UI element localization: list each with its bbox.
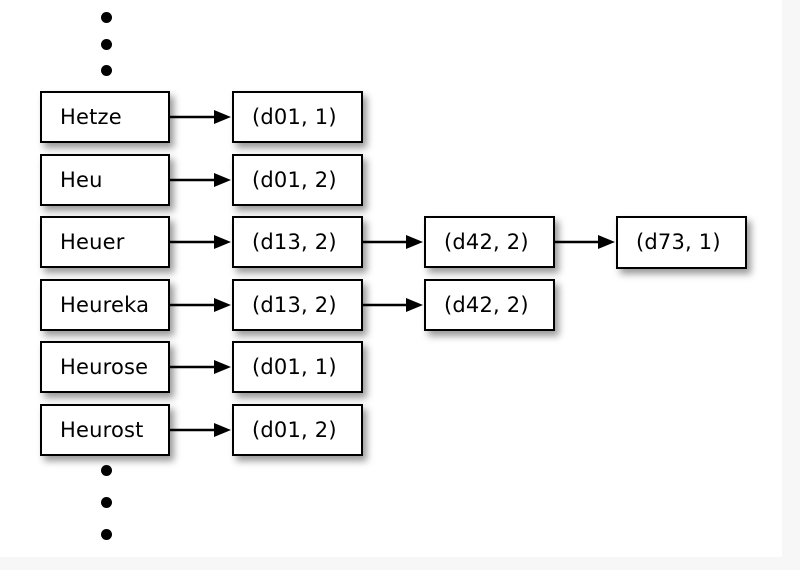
ellipsis-bottom — [97, 465, 115, 540]
arrow-c2r3-to-c3r3 — [362, 232, 425, 252]
term-box-heureka[interactable]: Heureka — [40, 279, 170, 331]
posting-label: (d01, 2) — [252, 167, 337, 192]
term-label: Hetze — [60, 104, 122, 129]
term-box-heuer[interactable]: Heuer — [40, 216, 170, 268]
ellipsis-dot — [100, 497, 112, 508]
posting-box-c2-3[interactable]: (d13, 2) — [232, 216, 363, 268]
posting-label: (d01, 1) — [252, 104, 337, 129]
posting-box-c2-6[interactable]: (d01, 2) — [232, 404, 363, 456]
posting-box-c2-4[interactable]: (d13, 2) — [232, 279, 363, 331]
term-box-heurose[interactable]: Heurose — [40, 341, 170, 393]
posting-box-c3-1[interactable]: (d42, 2) — [424, 216, 555, 268]
posting-box-c2-1[interactable]: (d01, 1) — [232, 91, 363, 143]
term-label: Heuer — [60, 229, 125, 254]
posting-label: (d42, 2) — [444, 229, 529, 254]
arrow-heureka-to-posting — [170, 295, 233, 315]
posting-label: (d42, 2) — [444, 292, 529, 317]
arrow-c2r4-to-c3r4 — [362, 295, 425, 315]
posting-box-c2-5[interactable]: (d01, 1) — [232, 341, 363, 393]
arrow-hetze-to-posting — [170, 107, 233, 127]
ellipsis-top — [97, 12, 115, 76]
posting-label: (d01, 2) — [252, 417, 337, 442]
ellipsis-dot — [100, 465, 112, 476]
arrow-heurost-to-posting — [170, 420, 233, 440]
arrow-heuer-to-posting — [170, 232, 233, 252]
ellipsis-dot — [100, 65, 112, 76]
ellipsis-dot — [100, 38, 112, 50]
term-box-hetze[interactable]: Hetze — [40, 91, 170, 143]
ellipsis-dot — [100, 12, 112, 23]
term-label: Heureka — [60, 292, 150, 317]
posting-label: (d13, 2) — [252, 229, 337, 254]
term-label: Heu — [60, 167, 103, 192]
posting-box-c2-2[interactable]: (d01, 2) — [232, 154, 363, 206]
term-label: Heurose — [60, 354, 149, 379]
ellipsis-dot — [100, 529, 112, 540]
posting-box-c3-2[interactable]: (d42, 2) — [424, 279, 555, 331]
posting-label: (d73, 1) — [636, 230, 721, 254]
posting-label: (d13, 2) — [252, 292, 337, 317]
arrow-heurose-to-posting — [170, 357, 233, 377]
arrow-c3r3-to-c4r3 — [554, 232, 617, 252]
posting-box-c4-1[interactable]: (d73, 1) — [616, 216, 747, 269]
term-box-heurost[interactable]: Heurost — [40, 404, 170, 456]
posting-label: (d01, 1) — [252, 354, 337, 379]
arrow-heu-to-posting — [170, 170, 233, 190]
term-label: Heurost — [60, 417, 144, 442]
term-box-heu[interactable]: Heu — [40, 154, 170, 206]
